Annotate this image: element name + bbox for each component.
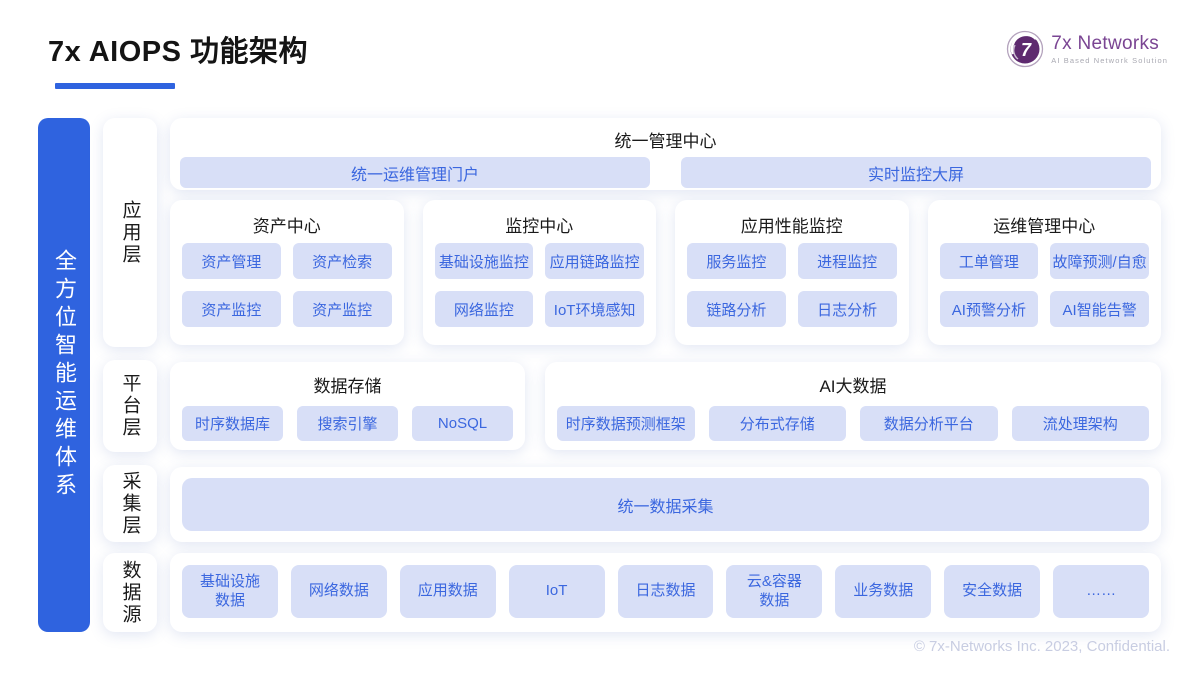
feature-item: 搜索引擎 (297, 406, 398, 441)
logo-icon: 7 (1007, 30, 1044, 68)
feature-item: 资产监控 (182, 291, 281, 327)
section-monitoring-center: 监控中心 基础设施监控 应用链路监控 网络监控 IoT环境感知 (422, 200, 656, 345)
datasource-item: 基础设施 数据 (182, 565, 278, 618)
feature-item: 服务监控 (687, 243, 786, 279)
datasource-item: 应用数据 (399, 565, 496, 618)
feature-item: 故障预测/自愈 (1050, 243, 1149, 279)
feature-item: 流处理架构 (1011, 406, 1149, 441)
svg-text:7: 7 (1021, 40, 1032, 60)
logo-tagline: AI Based Network Solution (1051, 56, 1168, 65)
section-unified-data-collection: 统一数据采集 (170, 467, 1161, 542)
datasource-item-more: …… (1053, 565, 1150, 618)
layer-label-collection: 采集层 (103, 465, 157, 542)
feature-item: 应用链路监控 (545, 243, 644, 279)
logo-text: 7x Networks AI Based Network Solution (1051, 33, 1168, 65)
section-title: 统一管理中心 (614, 132, 717, 151)
theme-banner-label: 全方位智能运维体系 (52, 249, 77, 501)
feature-realtime-dashboard: 实时监控大屏 (681, 157, 1151, 188)
layer-labels-column: 应用层 平台层 采集层 数据源 (103, 118, 157, 632)
datasource-item: IoT (508, 565, 605, 618)
feature-grid: 基础设施监控 应用链路监控 网络监控 IoT环境感知 (434, 243, 644, 327)
feature-item: 资产管理 (182, 243, 281, 279)
section-asset-center: 资产中心 资产管理 资产检索 资产监控 资产监控 (170, 200, 404, 345)
slide-header: 7x AIOPS 功能架构 (48, 28, 308, 89)
feature-item: 数据分析平台 (860, 406, 998, 441)
title-underline (55, 83, 175, 89)
feature-grid: 工单管理 故障预测/自愈 AI预警分析 AI智能告警 (939, 243, 1149, 327)
datasource-item: 安全数据 (944, 565, 1041, 618)
feature-item: 时序数据库 (182, 406, 283, 441)
feature-grid: 资产管理 资产检索 资产监控 资产监控 (182, 243, 392, 327)
datasource-item: 网络数据 (290, 565, 387, 618)
architecture-diagram: 全方位智能运维体系 应用层 平台层 采集层 数据源 统一管理中心 统一运维管理门… (38, 118, 1161, 632)
feature-grid: 服务监控 进程监控 链路分析 日志分析 (687, 243, 897, 327)
page-title: 7x AIOPS 功能架构 (48, 36, 309, 68)
feature-item: 时序数据预测框架 (557, 406, 695, 441)
section-title: 资产中心 (252, 217, 321, 236)
feature-item: IoT环境感知 (545, 291, 644, 327)
button-row: 时序数据库 搜索引擎 NoSQL (182, 406, 513, 441)
layer-label-platform: 平台层 (103, 360, 157, 452)
section-unified-management-center: 统一管理中心 统一运维管理门户 实时监控大屏 (170, 118, 1161, 190)
feature-item: 进程监控 (797, 243, 897, 279)
datasource-item: 业务数据 (835, 565, 932, 618)
feature-item: 链路分析 (687, 291, 786, 327)
feature-item: 基础设施监控 (434, 243, 534, 279)
button-row: 统一运维管理门户 实时监控大屏 (180, 157, 1151, 188)
feature-item: 工单管理 (939, 243, 1039, 279)
datasource-item: 云&容器 数据 (726, 565, 823, 618)
feature-unified-data-collection: 统一数据采集 (182, 478, 1149, 531)
section-ops-management-center: 运维管理中心 工单管理 故障预测/自愈 AI预警分析 AI智能告警 (927, 200, 1161, 345)
company-logo: 7 7x Networks AI Based Network Solution (1006, 30, 1168, 68)
section-data-storage: 数据存储 时序数据库 搜索引擎 NoSQL (170, 362, 525, 450)
section-title: 运维管理中心 (993, 217, 1096, 236)
section-title: 监控中心 (505, 217, 574, 236)
feature-item: AI预警分析 (939, 291, 1039, 327)
section-title: 数据存储 (313, 377, 382, 396)
logo-name: 7x Networks (1051, 33, 1160, 54)
feature-item: 资产监控 (292, 291, 392, 327)
feature-item: 资产检索 (292, 243, 392, 279)
layer-label-datasource: 数据源 (103, 553, 157, 632)
section-data-sources: 基础设施 数据 网络数据 应用数据 IoT 日志数据 云&容器 数据 业务数据 … (170, 553, 1161, 632)
button-row: 时序数据预测框架 分布式存储 数据分析平台 流处理架构 (557, 406, 1149, 441)
content-column: 统一管理中心 统一运维管理门户 实时监控大屏 资产中心 资产管理 资产检索 资产… (170, 118, 1161, 632)
section-title: 应用性能监控 (740, 217, 843, 236)
application-layer-sections: 资产中心 资产管理 资产检索 资产监控 资产监控 监控中心 基础设施监控 应用链… (170, 200, 1161, 345)
datasource-item: 日志数据 (617, 565, 714, 618)
theme-banner: 全方位智能运维体系 (38, 118, 90, 632)
feature-item: 日志分析 (797, 291, 897, 327)
footer-copyright: © 7x-Networks Inc. 2023, Confidential. (913, 638, 1170, 655)
layer-label-application: 应用层 (103, 118, 157, 347)
feature-item: NoSQL (412, 406, 513, 441)
section-title: AI大数据 (819, 377, 887, 396)
feature-unified-ops-portal: 统一运维管理门户 (180, 157, 650, 188)
feature-item: 网络监控 (434, 291, 534, 327)
platform-layer-sections: 数据存储 时序数据库 搜索引擎 NoSQL AI大数据 时序数据预测框架 分布式… (170, 362, 1161, 450)
feature-item: 分布式存储 (708, 406, 846, 441)
section-apm: 应用性能监控 服务监控 进程监控 链路分析 日志分析 (675, 200, 909, 345)
feature-item: AI智能告警 (1050, 291, 1149, 327)
section-ai-bigdata: AI大数据 时序数据预测框架 分布式存储 数据分析平台 流处理架构 (545, 362, 1161, 450)
